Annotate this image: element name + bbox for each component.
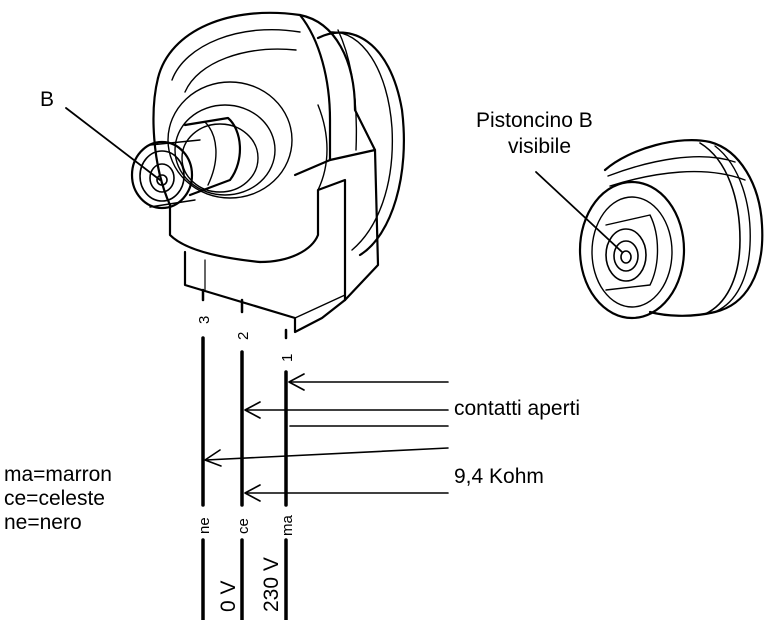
measurement-arrows <box>204 373 449 502</box>
piston-label-line1: Pistoncino B <box>476 109 593 132</box>
contacts-open-label: contatti aperti <box>454 397 580 420</box>
piston-label-line2: visibile <box>508 135 571 158</box>
pin-label-3: 3 <box>196 316 213 324</box>
solenoid-device <box>130 11 405 334</box>
wire-code-ne: ne <box>196 517 213 534</box>
piston-device <box>578 139 764 320</box>
legend-item: ce=celeste <box>4 487 105 510</box>
voltage-0v: 0 V <box>217 580 240 612</box>
pin-label-2: 2 <box>235 332 252 340</box>
resistance-label: 9,4 Kohm <box>454 465 544 488</box>
wire-code-ce: ce <box>235 518 252 534</box>
pin-label-1: 1 <box>279 354 296 362</box>
wires <box>201 288 288 620</box>
label-b: B <box>40 88 54 111</box>
wire-code-ma: ma <box>279 515 296 536</box>
legend-item: ne=nero <box>4 511 82 534</box>
voltage-230v: 230 V <box>260 557 283 612</box>
legend-item: ma=marron <box>4 463 112 486</box>
color-legend: ma=marron ce=celeste ne=nero <box>4 463 112 534</box>
